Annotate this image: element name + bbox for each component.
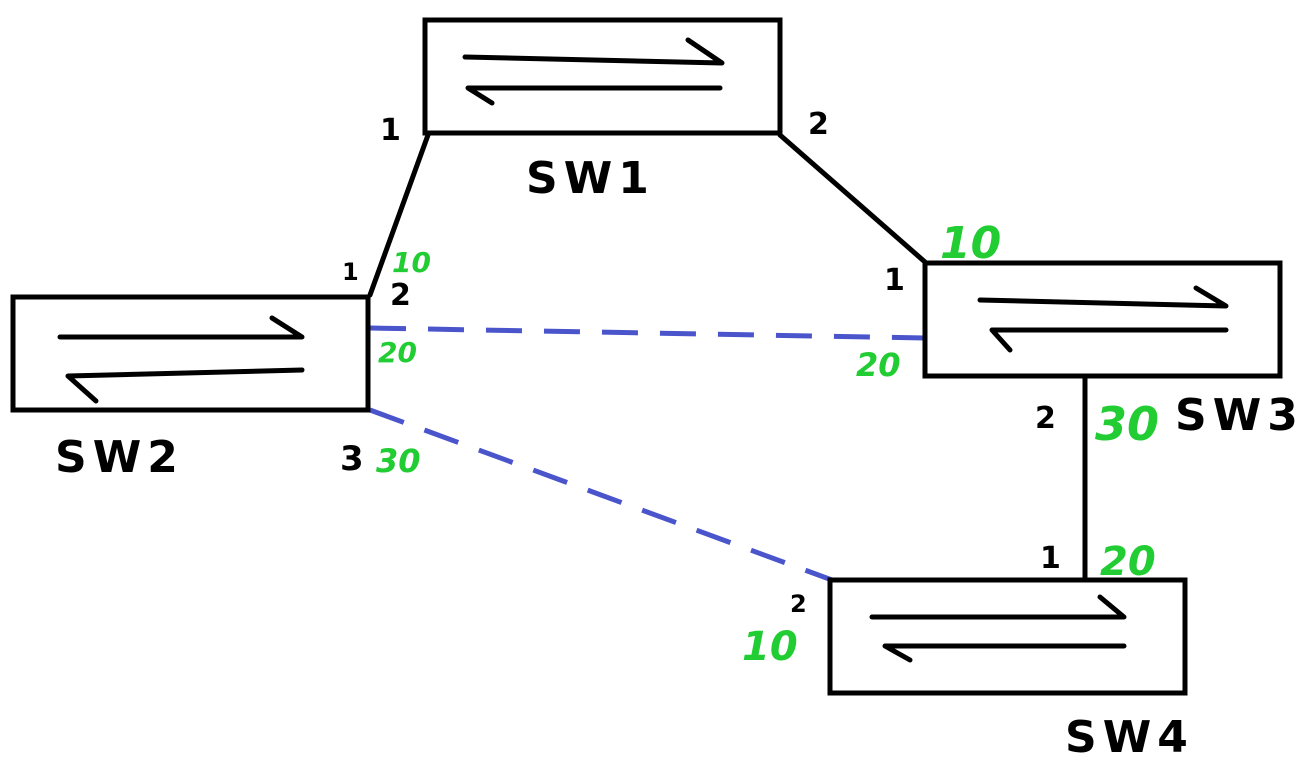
bidirectional-arrows-icon — [462, 37, 725, 106]
bidirectional-arrows-icon — [869, 594, 1127, 663]
switch-sw2-box — [10, 294, 371, 413]
port-sw2-2: 2 — [390, 278, 411, 313]
link-sw2-sw1 — [367, 132, 431, 298]
port-sw3-1: 1 — [884, 263, 905, 298]
port-sw4-1: 1 — [1040, 541, 1061, 576]
switch-sw4-box — [827, 577, 1188, 696]
cost-sw3-port1: 10 — [940, 218, 1001, 269]
switch-sw1: SW1 — [422, 17, 783, 204]
port-costs: 10 20 30 10 20 30 20 10 — [376, 218, 1159, 670]
links — [367, 132, 1088, 583]
cost-sw3-port2: 30 — [1095, 397, 1159, 451]
cost-sw4-port1: 20 — [1100, 539, 1156, 585]
bidirectional-arrows-icon — [977, 285, 1229, 353]
bidirectional-arrows-icon — [57, 315, 305, 404]
port-sw2-3: 3 — [340, 439, 364, 479]
port-sw2-1: 1 — [342, 258, 359, 286]
cost-sw2-port2: 20 — [378, 336, 417, 369]
switch-sw4-label: SW4 — [1065, 712, 1194, 763]
switch-sw3-label: SW3 — [1175, 390, 1301, 441]
cost-sw4-port2: 10 — [742, 624, 798, 670]
link-sw2-sw4-blocked — [369, 407, 833, 583]
link-sw2-sw3-blocked — [369, 325, 926, 341]
switch-sw2: SW2 — [10, 294, 371, 483]
port-sw1-2: 2 — [808, 107, 829, 142]
switch-sw1-box — [422, 17, 783, 136]
cost-sw2-port3: 30 — [376, 442, 421, 480]
cost-sw2-port1: 10 — [392, 246, 431, 279]
port-labels: 1 2 1 2 3 1 2 1 2 — [340, 107, 1061, 618]
switch-sw1-label: SW1 — [526, 153, 655, 204]
switch-sw4: SW4 — [827, 577, 1194, 763]
port-sw3-2: 2 — [1035, 401, 1056, 436]
port-sw4-2: 2 — [790, 590, 807, 618]
switch-sw3: SW3 — [922, 260, 1301, 441]
switch-sw2-label: SW2 — [55, 432, 184, 483]
cost-sw3-link-sw2: 20 — [856, 346, 901, 384]
switch-sw3-box — [922, 260, 1283, 379]
port-sw1-1: 1 — [380, 113, 401, 148]
link-sw1-sw3 — [777, 132, 928, 265]
